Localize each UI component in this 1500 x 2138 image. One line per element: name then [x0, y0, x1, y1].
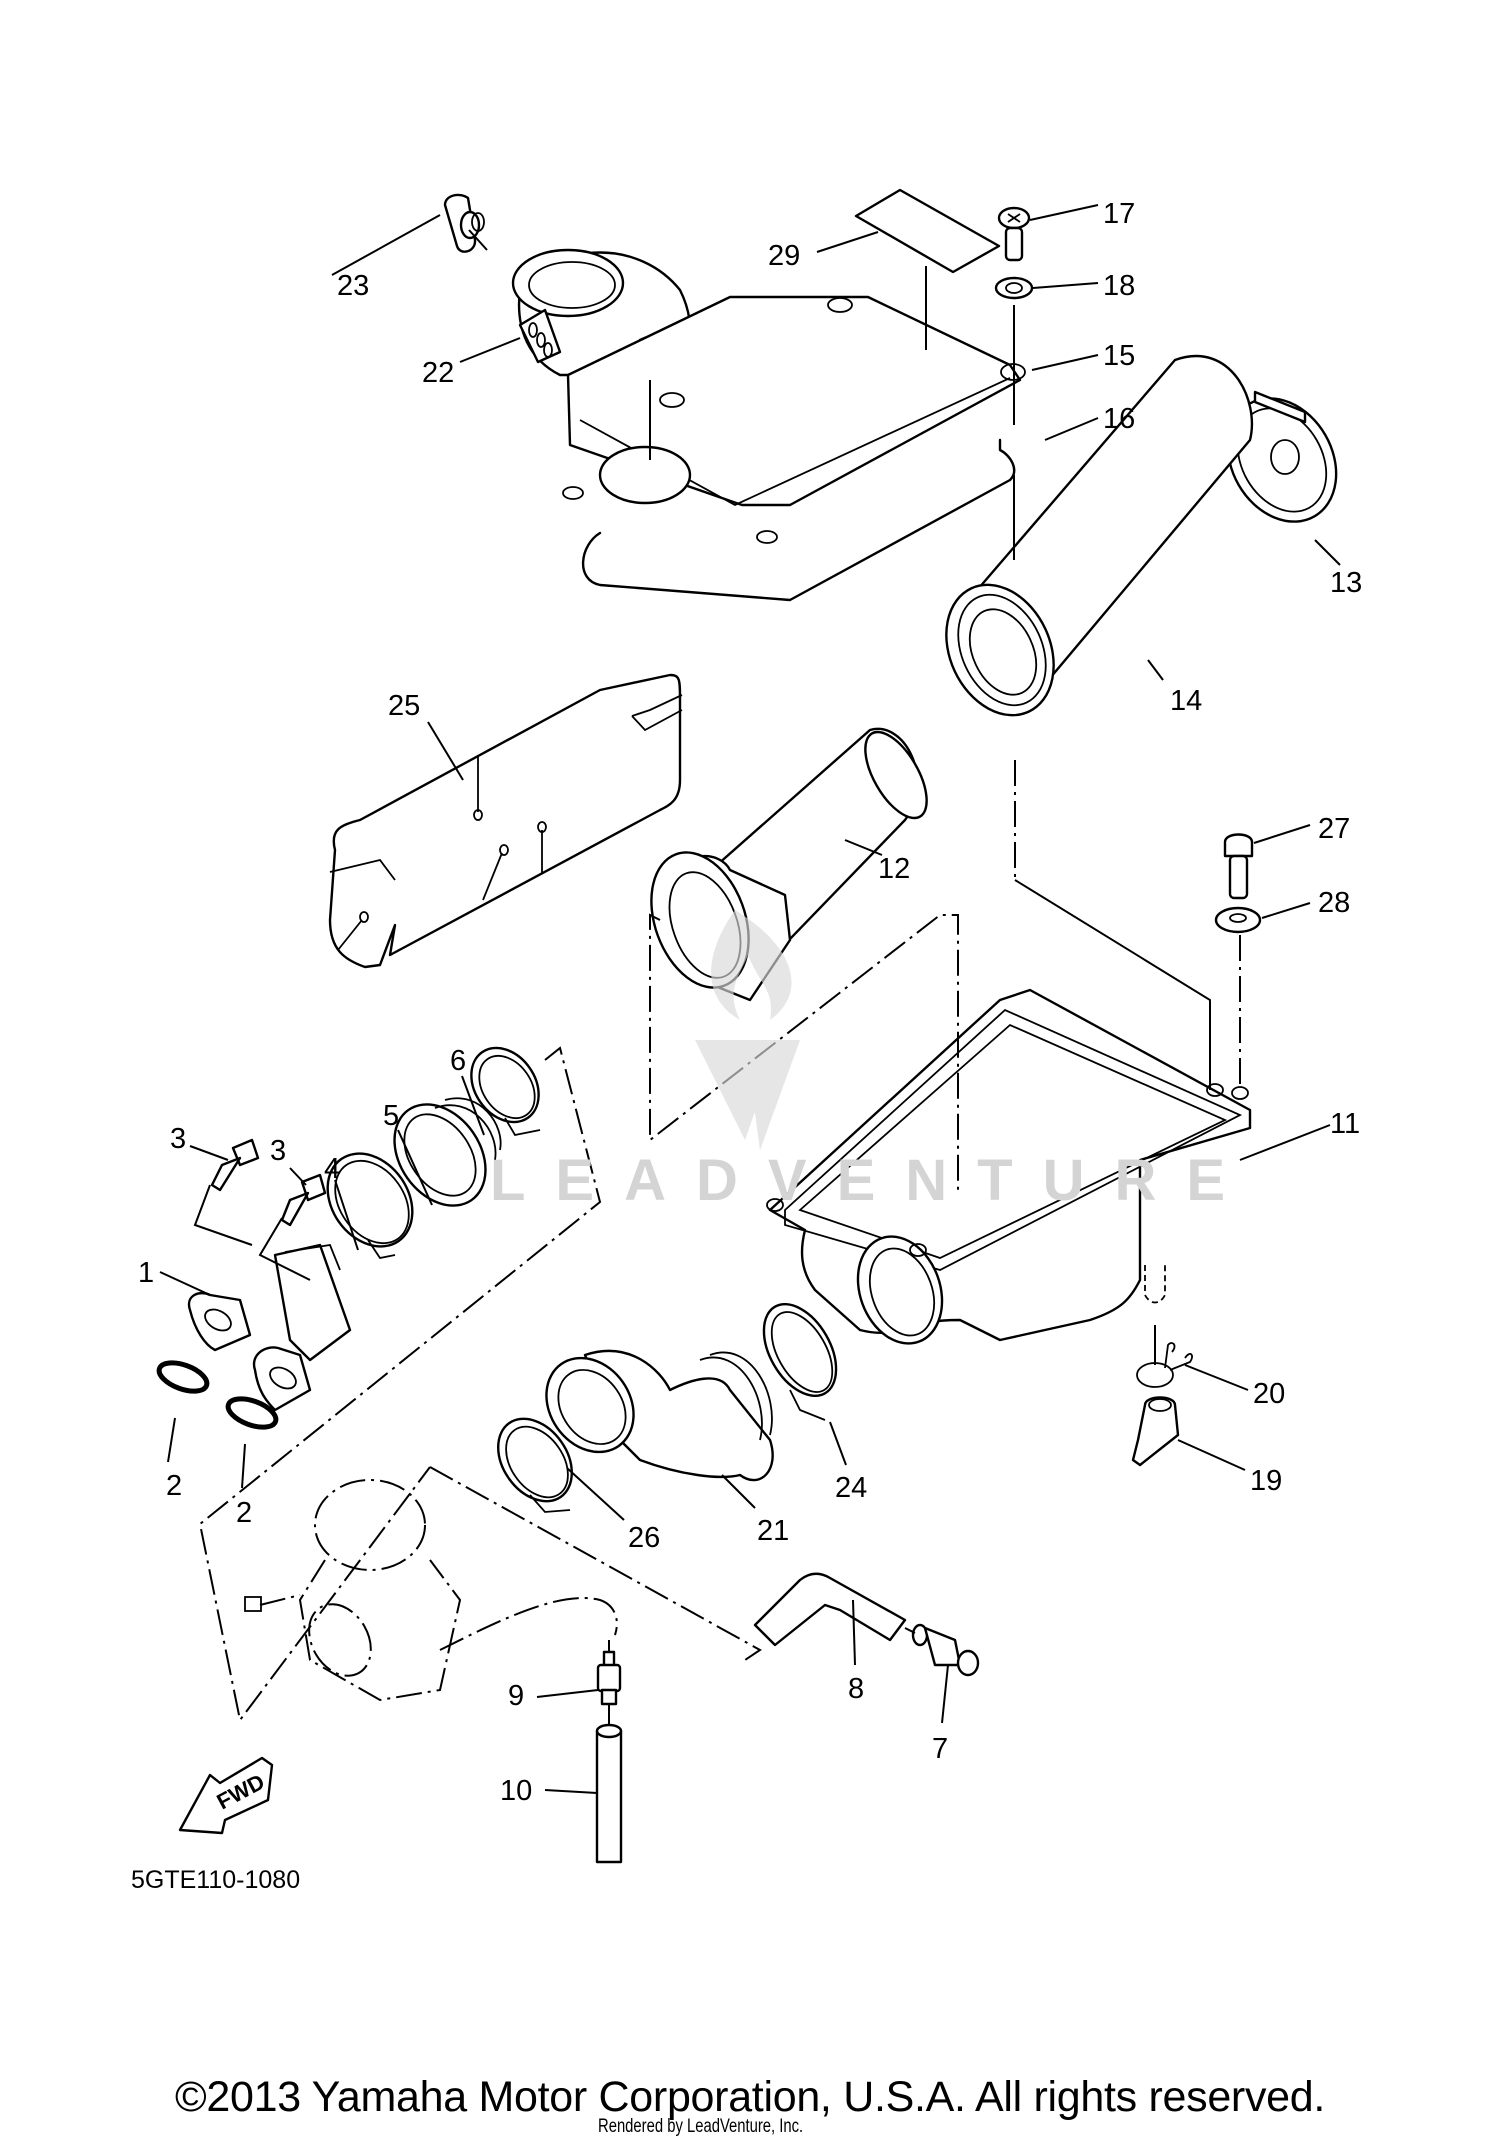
part-15-cap	[562, 295, 1026, 544]
callout-12: 12	[878, 853, 910, 885]
part-21-joint	[545, 1349, 774, 1482]
watermark-text: LEADVENTURE	[490, 1148, 1255, 1213]
callout-15: 15	[1103, 340, 1135, 372]
copyright-notice: ©2013 Yamaha Motor Corporation, U.S.A. A…	[174, 2073, 1326, 2121]
part-2-o-ring-b	[225, 1396, 279, 1430]
callout-20: 20	[1253, 1378, 1285, 1410]
callout-17: 17	[1103, 198, 1135, 230]
callout-26: 26	[628, 1522, 660, 1554]
part-14-element	[945, 354, 1254, 717]
carburetor-reference	[244, 1479, 618, 1702]
assembly-bracket	[198, 1046, 602, 1723]
callout-3a: 3	[170, 1123, 186, 1155]
callout-22: 22	[422, 357, 454, 389]
callout-6: 6	[450, 1045, 466, 1077]
part-3-bolt-b	[280, 1173, 327, 1227]
part-16-gasket	[581, 438, 1016, 602]
callout-29: 29	[768, 240, 800, 272]
callout-21: 21	[757, 1515, 789, 1547]
callout-28: 28	[1318, 887, 1350, 919]
watermark-logo: LEADVENTURE	[490, 910, 1255, 1213]
callout-14: 14	[1170, 685, 1202, 717]
part-29-label	[854, 188, 1001, 274]
callout-labels: 1 2 2 3 3 4 5 6 7 8 9 10 11 12 13 14 15 …	[138, 198, 1362, 1807]
part-26-clamp	[497, 1417, 573, 1513]
callout-10: 10	[500, 1775, 532, 1807]
part-7-fitting	[911, 1623, 980, 1677]
callout-27: 27	[1318, 813, 1350, 845]
part-18-washer	[994, 276, 1034, 300]
carb-bracket	[429, 1466, 762, 1661]
callout-24: 24	[835, 1472, 867, 1504]
part-27-bolt	[1223, 833, 1254, 900]
leader-lines	[159, 204, 1341, 1794]
part-12-element-frame	[650, 727, 928, 1002]
part-19-drain-cap	[1131, 1396, 1180, 1467]
callout-11: 11	[1330, 1108, 1360, 1140]
callout-3b: 3	[270, 1135, 286, 1167]
part-1-joint	[187, 1243, 352, 1412]
callout-23: 23	[337, 270, 369, 302]
part-3-bolt-a	[210, 1138, 260, 1192]
callout-8: 8	[848, 1673, 864, 1705]
part-5-joint	[393, 1097, 502, 1207]
part-28-washer	[1214, 906, 1262, 934]
part-20-clip	[1136, 1342, 1193, 1388]
part-11-case	[766, 988, 1252, 1345]
callout-16: 16	[1103, 403, 1135, 435]
callout-1: 1	[138, 1257, 154, 1289]
rendered-by-credit: Rendered by LeadVenture, Inc.	[598, 2116, 804, 2137]
callout-7: 7	[932, 1733, 948, 1765]
part-17-screw	[997, 206, 1031, 262]
part-25-sheet	[328, 673, 683, 969]
part-2-o-ring-a	[156, 1360, 210, 1394]
diagram-code: 5GTE110-1080	[131, 1866, 301, 1894]
callout-25: 25	[388, 690, 420, 722]
callout-2a: 2	[166, 1470, 182, 1502]
fwd-arrow-icon: FWD	[178, 1756, 274, 1835]
part-8-hose	[753, 1572, 907, 1647]
callout-13: 13	[1330, 567, 1362, 599]
callout-2b: 2	[236, 1497, 252, 1529]
part-23-joint	[443, 193, 485, 253]
part-10-hose	[595, 1723, 623, 1864]
callout-18: 18	[1103, 270, 1135, 302]
callout-4: 4	[324, 1153, 340, 1185]
alignment-lines	[193, 229, 1241, 1725]
part-24-clamp	[762, 1302, 838, 1421]
part-9-fitting	[596, 1650, 622, 1706]
callout-9: 9	[508, 1680, 524, 1712]
callout-5: 5	[383, 1100, 399, 1132]
part-6-clamp	[470, 1046, 541, 1137]
callout-19: 19	[1250, 1465, 1282, 1497]
